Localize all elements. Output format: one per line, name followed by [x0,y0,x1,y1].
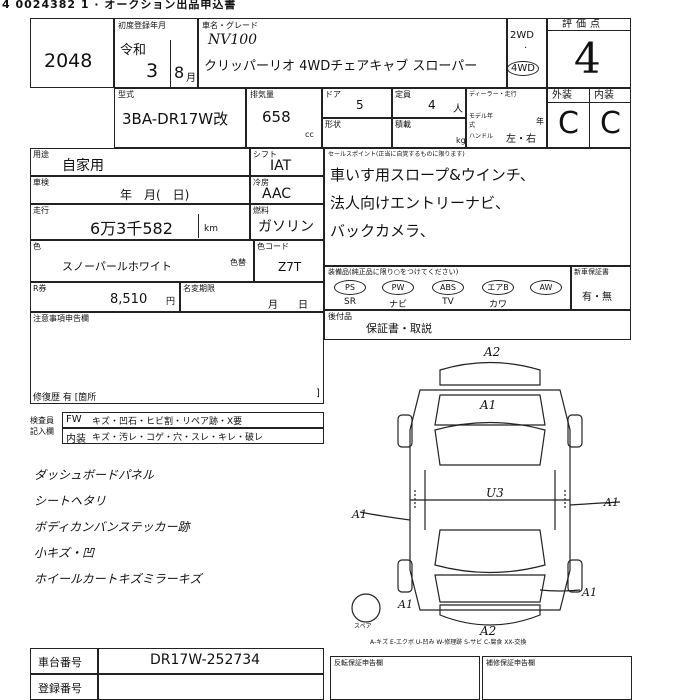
selling-point-1: 車いす用スロープ&ウインチ、 [330,166,535,184]
handwritten-note-4: 小キズ・凹 [34,546,95,560]
airbag-option-icon: エアB [482,280,514,295]
reg-date-box [114,18,198,88]
selling-point-2: 法人向けエントリーナビ、 [330,194,511,212]
color-code: Z7T [278,260,302,274]
capacity-box [392,88,466,118]
inspection-box [30,176,250,204]
color-box [30,240,254,282]
selling-point-3: バックカメラ、 [330,222,435,240]
month-unit: 月 [186,73,196,84]
fuel: ガソリン [258,219,314,235]
reg-number-box [98,674,324,700]
manual-value: 有・無 [582,292,612,303]
manual-box [571,266,631,310]
inspector-interior-row [62,428,324,444]
displacement-unit: cc [305,130,314,139]
era: 令和 [120,43,147,58]
usage-box [30,148,250,176]
handwritten-note-2: シートヘタリ [34,494,107,508]
ps-option-icon: PS [334,280,366,295]
displacement: 658 [262,108,291,126]
name-grade-box [198,18,507,88]
drive-box [507,18,547,88]
damage-mark-a1-right: A1 [604,496,619,509]
handwritten-note-1: ダッシュボードパネル [34,468,155,482]
shift-box [250,148,324,176]
selling-points-box [324,148,631,266]
doors: 5 [356,98,364,112]
damage-mark-a2-bottom: A2 [480,624,497,638]
handwritten-note-5: ホイールカートキズミラーキズ [34,572,202,586]
shift: IAT [270,158,292,174]
abs-option-icon: ABS [432,280,464,295]
inspection-value: 年 月( 日) [120,188,190,202]
displacement-label: 排気量 [250,90,274,99]
drive-2wd: 2WD [510,30,534,41]
repair-history: 修復歴 有 [箇所 [33,393,97,403]
capacity: 4 [428,98,436,112]
handle-value: 左・右 [506,134,536,145]
grade-text: クリッパーリオ 4WDチェアキャブ スローパー [204,59,478,74]
damage-legend: A-キズ E-エクボ U-凹み W-修理跡 S-サビ C-腐食 XX-交換 [370,639,527,646]
ac: AAC [262,186,292,202]
header-strip: 4 0024382 1 · オークション出品申込書 [2,0,237,11]
chassis-label-box [30,648,98,674]
model-code-box [114,88,246,148]
mileage: 6万3千582 [90,219,173,238]
damage-mark-a1-left: A1 [352,508,367,521]
lot-number: 2048 [44,50,93,72]
reg-date-label: 初度登録年月 [118,21,166,30]
damage-mark-u3-roof: U3 [486,486,504,500]
color-code-box [254,240,324,282]
model-name: NV100 [208,32,258,48]
int-score: C [600,106,621,141]
chassis-number: DR17W-252734 [150,652,261,668]
pw-option-icon: PW [382,280,414,295]
ac-box [250,176,324,204]
recycle-amount: 8,510 [110,292,148,307]
model-code-label: 型式 [118,90,134,99]
name-grade-label: 車名・グレード [202,21,258,30]
equipment-box [324,266,571,310]
color: スノーパールホワイト [62,260,172,273]
score-value: 4 [574,34,601,83]
recycle-box [30,282,180,312]
damage-mark-a1-rear-right: A1 [582,586,597,599]
ext-score: C [558,106,579,141]
aftermarket-box [324,310,631,340]
notes-box [30,312,324,404]
damage-mark-a1-hood: A1 [480,398,497,412]
displacement-box [246,88,322,148]
model-code: 3BA-DR17W改 [122,110,229,128]
handwritten-note-3: ボディカンバンステッカー跡 [34,520,190,534]
damage-mark-a2-top: A2 [484,345,501,359]
lot-box [30,18,114,88]
spare-label: スペア [354,623,372,630]
reg-month: 8 [174,63,185,82]
mileage-box [30,204,250,240]
dealer-box [466,88,547,148]
drive-4wd-selected: 4WD [507,61,539,76]
usage: 自家用 [62,158,104,174]
doors-box [322,88,392,118]
fuel-box [250,204,324,240]
reg-year: 3 [146,60,159,82]
aw-option-icon: AW [530,280,562,295]
name-change-box [180,282,324,312]
score-box [547,18,631,88]
inspector-fw-row [62,412,324,428]
aftermarket-value: 保証書・取説 [366,322,432,335]
damage-mark-a1-rear-left: A1 [398,598,413,611]
score-label: 評価点 [562,19,604,30]
chassis-number-box [98,648,324,674]
car-damage-diagram [351,361,621,626]
